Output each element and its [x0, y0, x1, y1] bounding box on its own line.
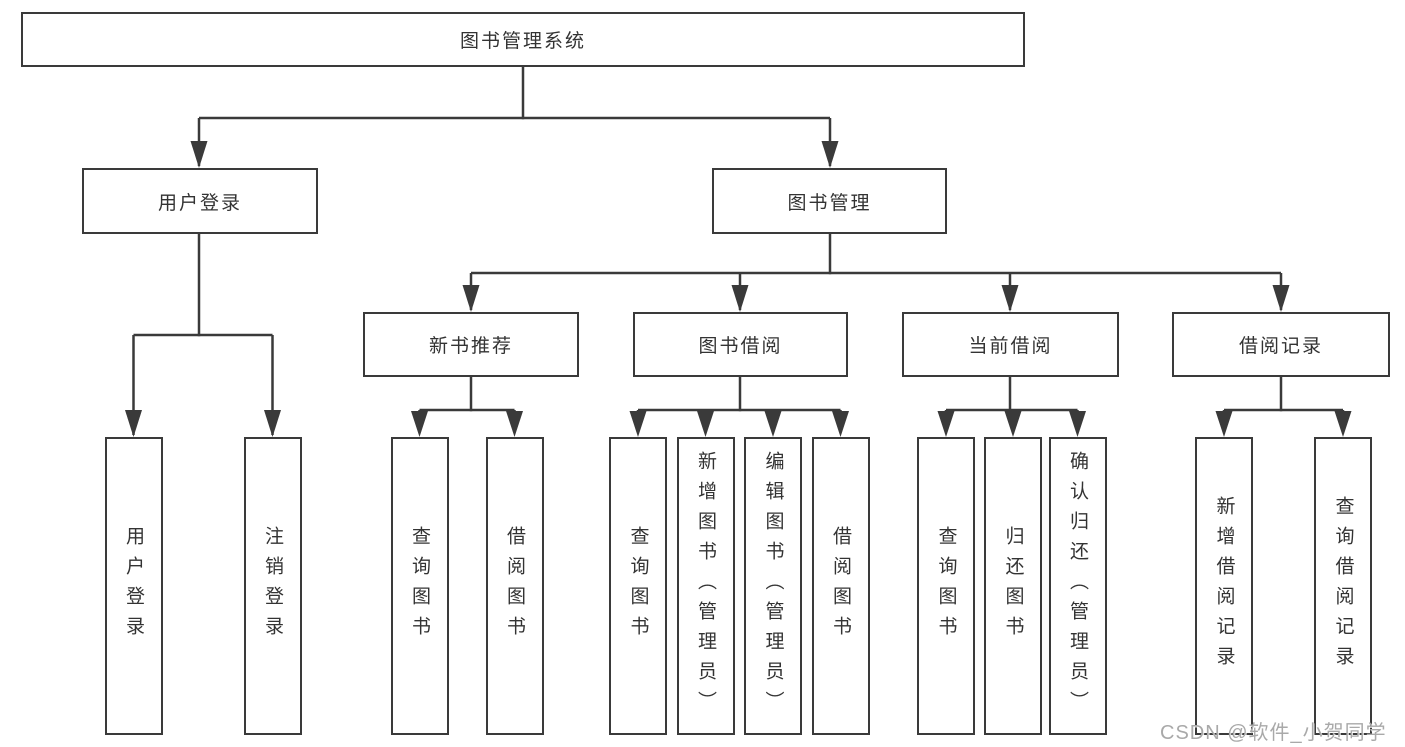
node-leaf-query-books-current: 查询图书 [917, 437, 975, 735]
node-label: 查询图书 [627, 526, 649, 646]
node-user-login: 用户登录 [82, 168, 318, 234]
node-library-management-system: 图书管理系统 [21, 12, 1025, 67]
node-leaf-confirm-return-admin: 确认归还（管理员） [1048, 437, 1107, 735]
node-leaf-add-book-admin: 新增图书（管理员） [676, 437, 735, 735]
node-label: 新增图书（管理员） [695, 451, 716, 721]
node-leaf-logout: 注销登录 [243, 437, 302, 735]
node-label: 借阅图书 [504, 526, 525, 646]
node-leaf-edit-book-admin: 编辑图书（管理员） [744, 437, 802, 735]
node-label: 注销登录 [262, 526, 283, 646]
edge-book-borrowing-to-children [629, 377, 849, 437]
node-book-management: 图书管理 [712, 168, 947, 234]
node-leaf-borrow-books-recommendation: 借阅图书 [485, 437, 544, 735]
node-label: 确认归还（管理员） [1067, 451, 1088, 721]
edge-root-to-level2 [190, 67, 839, 168]
node-new-book-recommendation: 新书推荐 [363, 312, 579, 377]
edge-user-login-to-children [125, 234, 281, 437]
node-leaf-borrow-books-borrowing: 借阅图书 [811, 437, 870, 735]
edge-current-borrowing-to-children [937, 377, 1086, 437]
node-label: 查询图书 [935, 526, 957, 646]
node-label: 查询图书 [409, 526, 430, 646]
edge-new-book-recommendation-to-children [411, 377, 523, 437]
node-leaf-query-books-recommendation: 查询图书 [390, 437, 449, 735]
node-label: 编辑图书（管理员） [762, 451, 784, 721]
node-label: 用户登录 [123, 526, 144, 646]
node-label: 借阅图书 [830, 526, 851, 646]
node-leaf-return-books: 归还图书 [984, 437, 1042, 735]
node-leaf-add-borrow-record: 新增借阅记录 [1195, 437, 1253, 735]
edge-book-management-to-level3 [462, 234, 1290, 312]
node-leaf-query-borrow-record: 查询借阅记录 [1314, 437, 1372, 735]
node-label: 新增借阅记录 [1213, 496, 1235, 676]
csdn-watermark: CSDN @软件_小贺同学 [1160, 722, 1387, 744]
node-label: 查询借阅记录 [1332, 496, 1354, 676]
node-leaf-user-login: 用户登录 [104, 437, 163, 735]
edge-borrowing-records-to-children [1215, 377, 1352, 437]
node-leaf-query-books-borrowing: 查询图书 [609, 437, 667, 735]
node-book-borrowing: 图书借阅 [633, 312, 848, 377]
node-current-borrowing: 当前借阅 [902, 312, 1119, 377]
node-borrowing-records: 借阅记录 [1172, 312, 1390, 377]
node-label: 归还图书 [1002, 526, 1024, 646]
